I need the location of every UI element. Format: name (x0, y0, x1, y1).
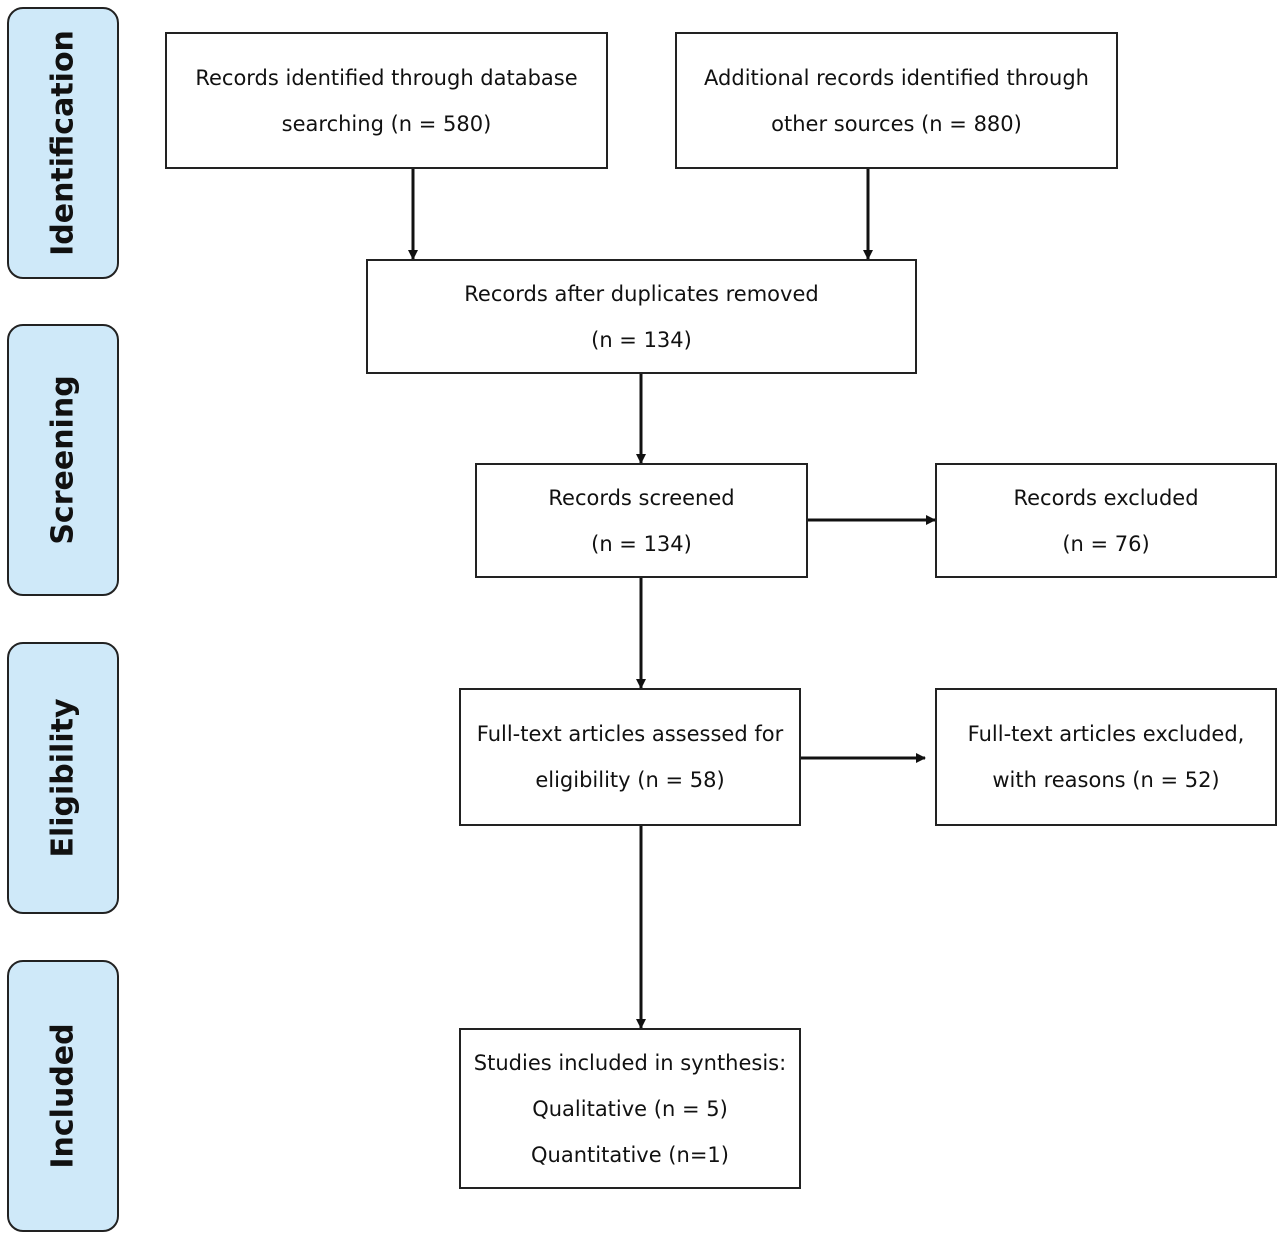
stage-screening: Screening (7, 324, 119, 596)
box-text: Records after duplicates removed (464, 281, 819, 306)
box-text: Additional records identified through (704, 65, 1089, 90)
box-fulltext-excluded: Full-text articles excluded, with reason… (935, 688, 1277, 826)
box-text: Studies included in synthesis: (473, 1050, 787, 1075)
box-text: Full-text articles excluded, (967, 722, 1245, 746)
box-text: Quantitative (n=1) (531, 1142, 729, 1167)
box-text: (n = 134) (591, 531, 692, 556)
box-records-screened: Records screened (n = 134) (475, 463, 808, 578)
box-text: Records screened (548, 485, 735, 510)
box-text: searching (n = 580) (281, 111, 492, 136)
stage-eligibility: Eligibility (7, 642, 119, 914)
box-text: with reasons (n = 52) (992, 768, 1220, 792)
stage-identification: Identification (7, 7, 119, 279)
box-database-records: Records identified through database sear… (165, 32, 608, 169)
box-records-excluded: Records excluded (n = 76) (935, 463, 1277, 578)
box-text: Qualitative (n = 5) (532, 1096, 728, 1121)
box-text: (n = 134) (591, 327, 692, 352)
box-after-duplicates: Records after duplicates removed (n = 13… (366, 259, 917, 374)
box-included-synthesis: Studies included in synthesis: Qualitati… (459, 1028, 801, 1189)
box-text: Full-text articles assessed for (476, 722, 784, 746)
stage-included: Included (7, 960, 119, 1232)
box-text: Records identified through database (195, 65, 578, 90)
box-text: (n = 76) (1062, 531, 1150, 556)
box-text: other sources (n = 880) (771, 111, 1022, 136)
box-text: Records excluded (1013, 485, 1199, 510)
box-fulltext-assessed: Full-text articles assessed for eligibil… (459, 688, 801, 826)
box-other-sources: Additional records identified through ot… (675, 32, 1118, 169)
box-text: eligibility (n = 58) (535, 768, 725, 792)
